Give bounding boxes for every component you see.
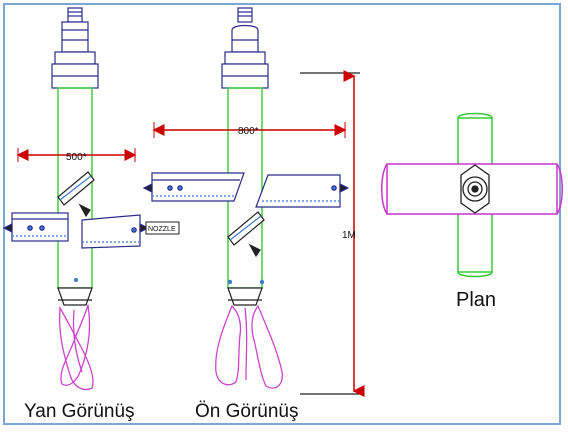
side-view-caption: Yan Görünüş	[24, 401, 135, 422]
front-width-label: 800*	[238, 126, 259, 137]
front-mixer-blades	[215, 304, 283, 389]
height-label: 1M	[342, 230, 356, 241]
side-top-fitting	[51, 7, 99, 89]
height-dimension	[300, 70, 365, 397]
side-skirt	[57, 287, 93, 306]
nozzle-callout-box	[145, 221, 180, 235]
front-view-caption: Ön Görünüş	[195, 401, 299, 422]
side-mixer-blades	[58, 304, 94, 391]
plan-center-hub	[460, 164, 490, 214]
front-right-pipe	[255, 174, 350, 208]
front-nozzle-bracket	[227, 211, 265, 258]
side-view	[2, 7, 180, 391]
side-width-label: 500*	[66, 152, 87, 163]
side-nozzle-bracket	[57, 171, 95, 218]
front-left-pipe	[142, 172, 245, 202]
side-left-pipe	[2, 212, 69, 242]
front-view	[142, 7, 365, 397]
plan-view-caption: Plan	[456, 289, 497, 311]
front-skirt	[227, 287, 263, 306]
plan-view	[381, 112, 563, 278]
nozzle-callout-label: NOZZLE	[148, 226, 176, 233]
front-top-fitting	[221, 7, 269, 89]
side-width-dimension	[16, 148, 137, 162]
side-right-pipe	[81, 214, 150, 249]
